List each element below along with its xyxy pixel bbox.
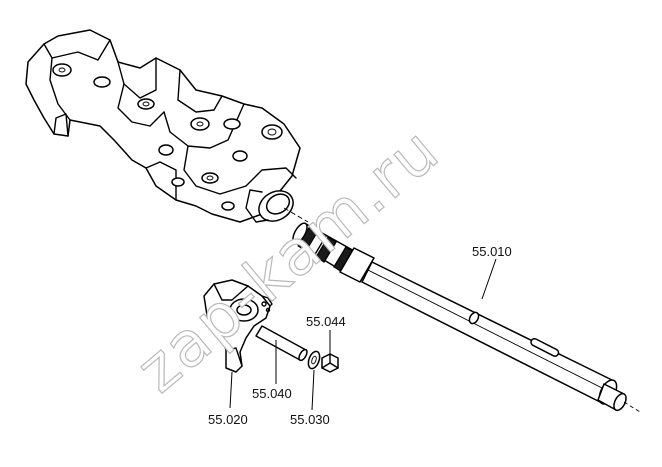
washer: [307, 350, 321, 370]
label-shift-shaft: 55.010: [472, 244, 512, 259]
pin: [255, 325, 308, 362]
nut: [321, 353, 339, 373]
label-nut: 55.044: [306, 314, 346, 329]
leader-shift-shaft: [481, 258, 497, 300]
assembly-axis-line: [283, 207, 309, 223]
label-pin: 55.040: [252, 386, 292, 401]
label-washer: 55.030: [290, 412, 330, 427]
leader-shift-fork: [229, 371, 233, 409]
gearbox-housing: [25, 29, 301, 223]
shift-fork: [203, 279, 273, 373]
shift-shaft: [292, 222, 641, 413]
label-shift-fork: 55.020: [208, 412, 248, 427]
leader-washer: [311, 369, 315, 411]
